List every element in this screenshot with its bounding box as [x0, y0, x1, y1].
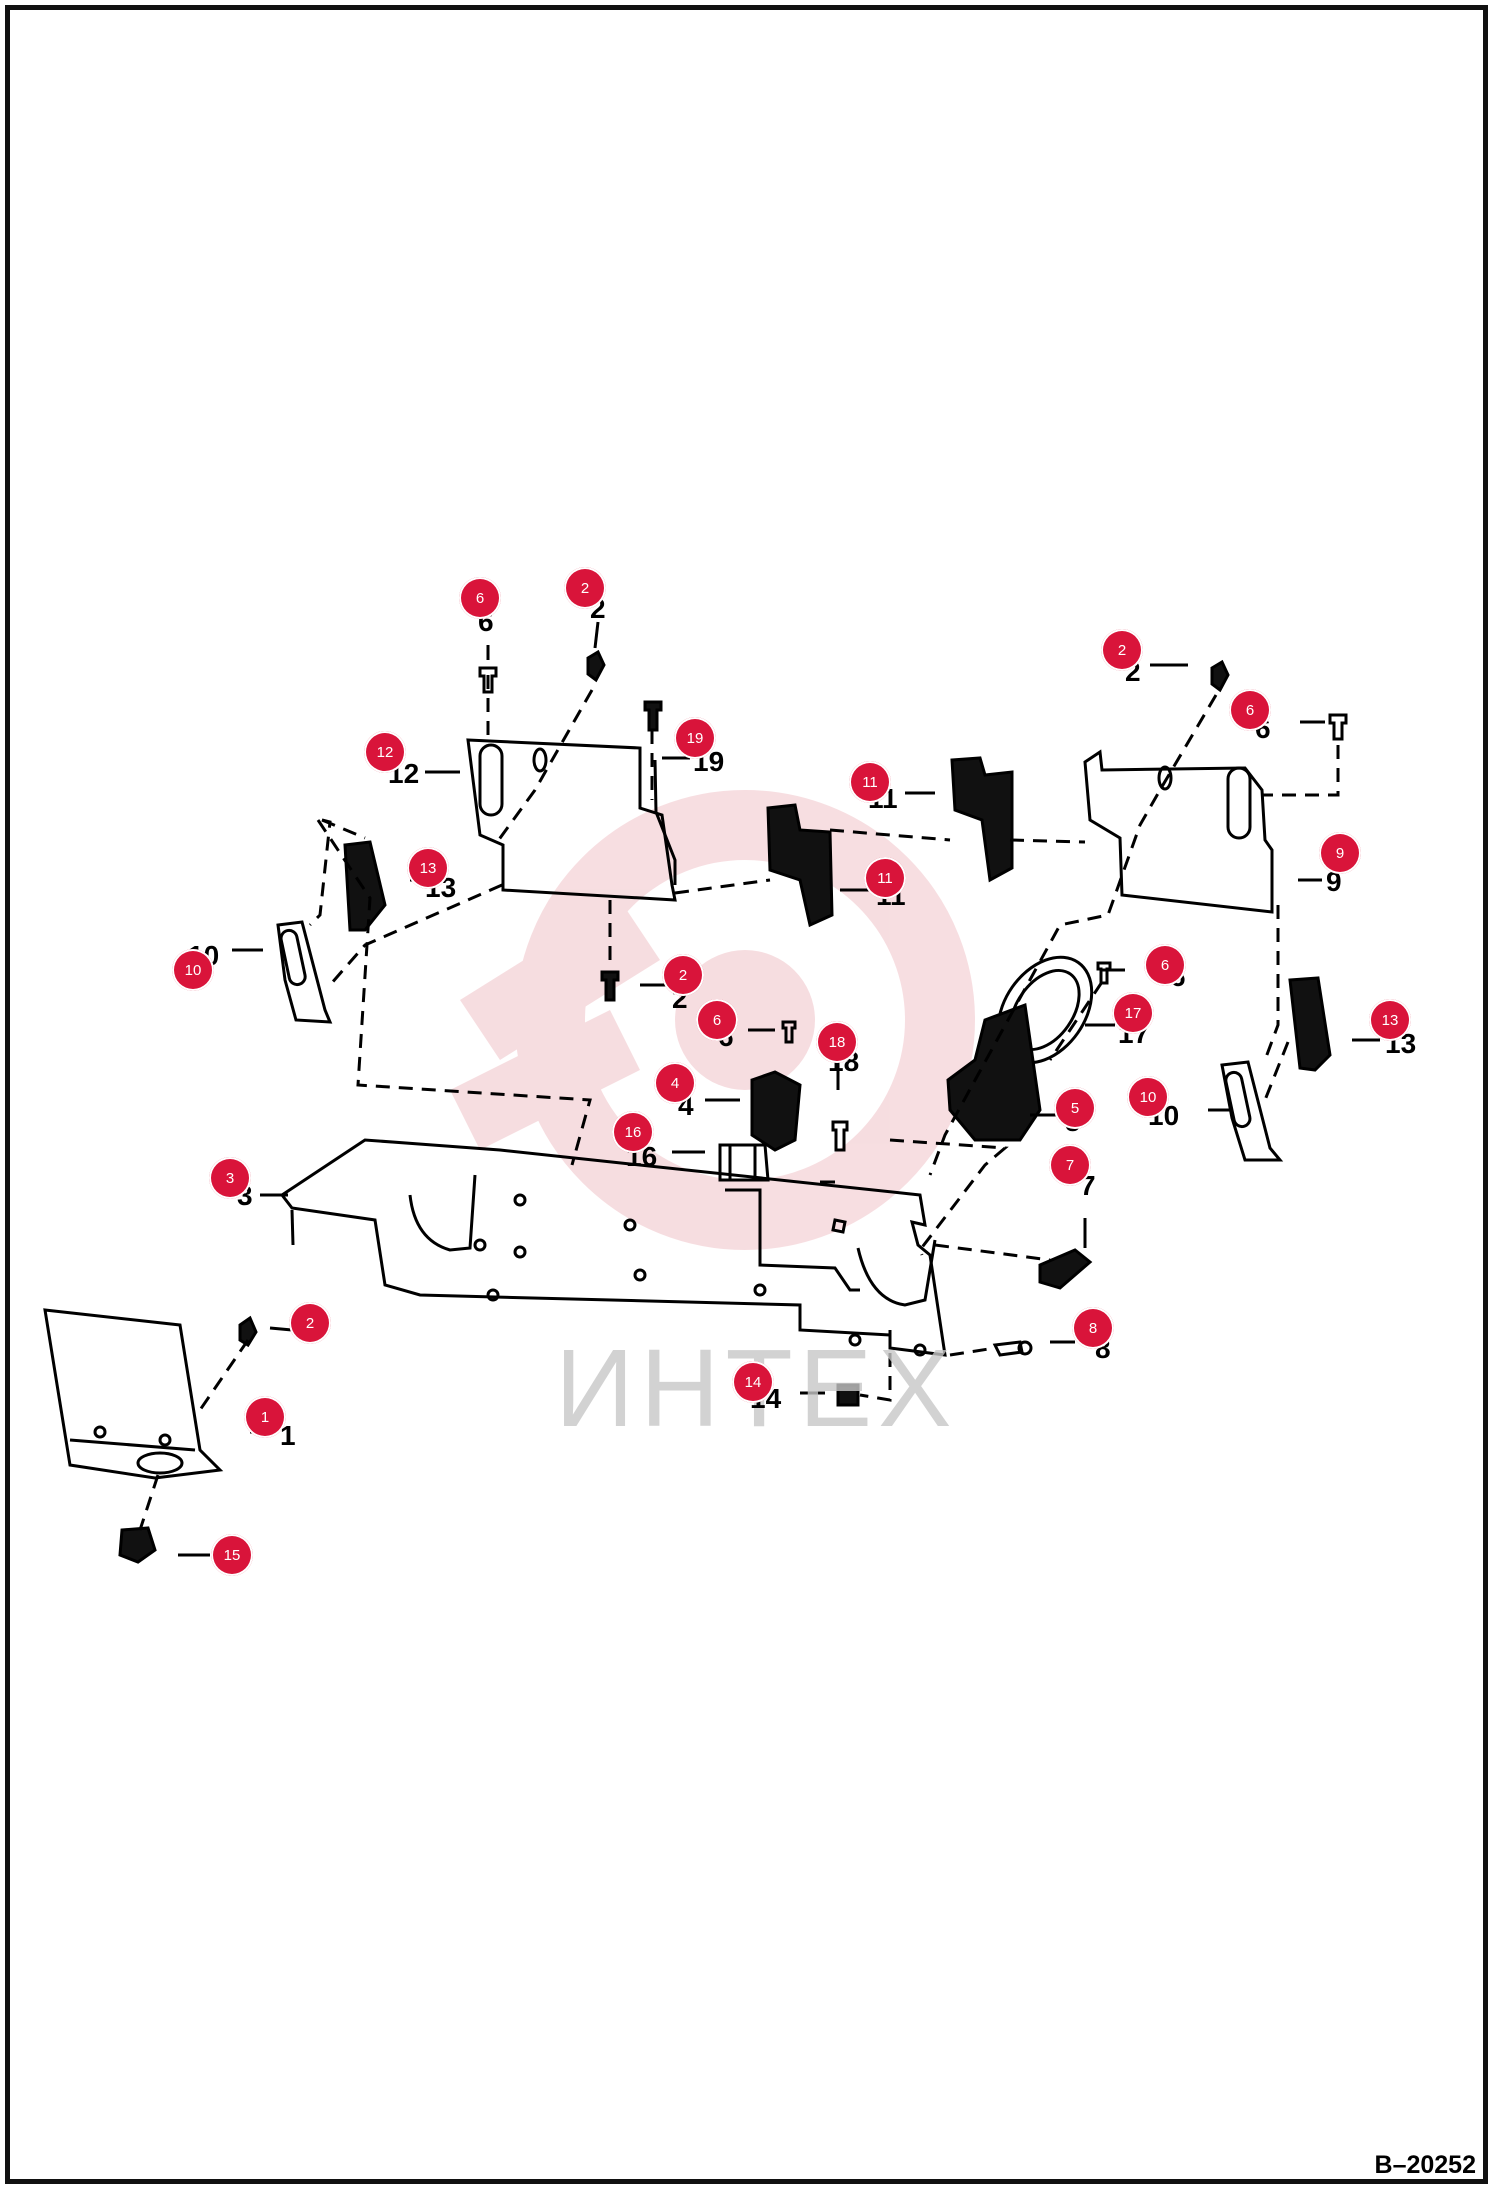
holder-10-left	[276, 920, 333, 1024]
bracket-12	[466, 738, 677, 902]
callout-badge[interactable]: 13	[1369, 999, 1411, 1041]
part-4	[750, 1070, 802, 1152]
callout-badge[interactable]: 18	[816, 1021, 858, 1063]
callout-badge[interactable]: 2	[289, 1302, 331, 1344]
callout-badge[interactable]: 14	[732, 1361, 774, 1403]
callout-badge[interactable]: 8	[1072, 1307, 1114, 1349]
callout-badge[interactable]: 15	[211, 1534, 253, 1576]
callout-badge[interactable]: 6	[696, 999, 738, 1041]
panel-3	[279, 1138, 947, 1357]
callout-badge[interactable]: 6	[459, 577, 501, 619]
hole-12	[532, 747, 548, 773]
drawing-number: B–20252	[1374, 2151, 1476, 2179]
callout-badge[interactable]: 10	[1127, 1076, 1169, 1118]
part-number: 1	[280, 1420, 296, 1451]
knob-15	[118, 1526, 157, 1564]
callout-badge[interactable]: 6	[1229, 689, 1271, 731]
screw-6-center	[781, 1020, 797, 1044]
callout-badge[interactable]: 16	[612, 1111, 654, 1153]
boot-5	[946, 1002, 1042, 1142]
drawing-frame	[5, 5, 1488, 2184]
holder-10-right	[1220, 1060, 1284, 1162]
screw-6-top	[478, 666, 498, 694]
callout-badge[interactable]: 2	[564, 567, 606, 609]
pad-13-left	[343, 840, 387, 932]
callout-badge[interactable]: 4	[654, 1062, 696, 1104]
slot-12	[478, 743, 504, 817]
bolt-19	[643, 700, 663, 732]
callout-badge[interactable]: 1	[244, 1396, 286, 1438]
part-number: 9	[1326, 866, 1342, 897]
callout-badge[interactable]: 3	[209, 1157, 251, 1199]
part-7	[1038, 1248, 1093, 1290]
callout-badge[interactable]: 2	[662, 954, 704, 996]
callout-badge[interactable]: 2	[1101, 629, 1143, 671]
nut-14	[836, 1383, 860, 1407]
callout-badge[interactable]: 6	[1144, 944, 1186, 986]
bracket-9	[1083, 749, 1274, 914]
plate-11-b	[950, 756, 1014, 883]
watermark-logo	[450, 790, 975, 1250]
bolt-2-center	[600, 970, 620, 1002]
screw-6-right	[1328, 713, 1348, 741]
callout-badge[interactable]: 7	[1049, 1144, 1091, 1186]
callout-badge[interactable]: 5	[1054, 1087, 1096, 1129]
slot-1	[136, 1451, 184, 1475]
bolt-18	[831, 1120, 849, 1152]
callout-badge[interactable]: 11	[864, 857, 906, 899]
callout-badge[interactable]: 19	[674, 717, 716, 759]
callout-badge[interactable]: 12	[364, 731, 406, 773]
plate-11-a	[766, 803, 834, 928]
callout-badge[interactable]: 17	[1112, 992, 1154, 1034]
pad-13-right	[1288, 976, 1332, 1072]
callout-badge[interactable]: 13	[407, 847, 449, 889]
callout-badge[interactable]: 9	[1319, 832, 1361, 874]
plate-1	[43, 1308, 224, 1480]
bolt-2-top	[586, 649, 606, 683]
slot-9	[1226, 766, 1252, 840]
hole-9	[1157, 765, 1173, 791]
bolt-2-lower	[238, 1315, 258, 1348]
bolt-2-right	[1210, 659, 1230, 693]
callout-badge[interactable]: 10	[172, 949, 214, 991]
callout-badge[interactable]: 11	[849, 761, 891, 803]
screw-6-right2	[1096, 961, 1112, 985]
